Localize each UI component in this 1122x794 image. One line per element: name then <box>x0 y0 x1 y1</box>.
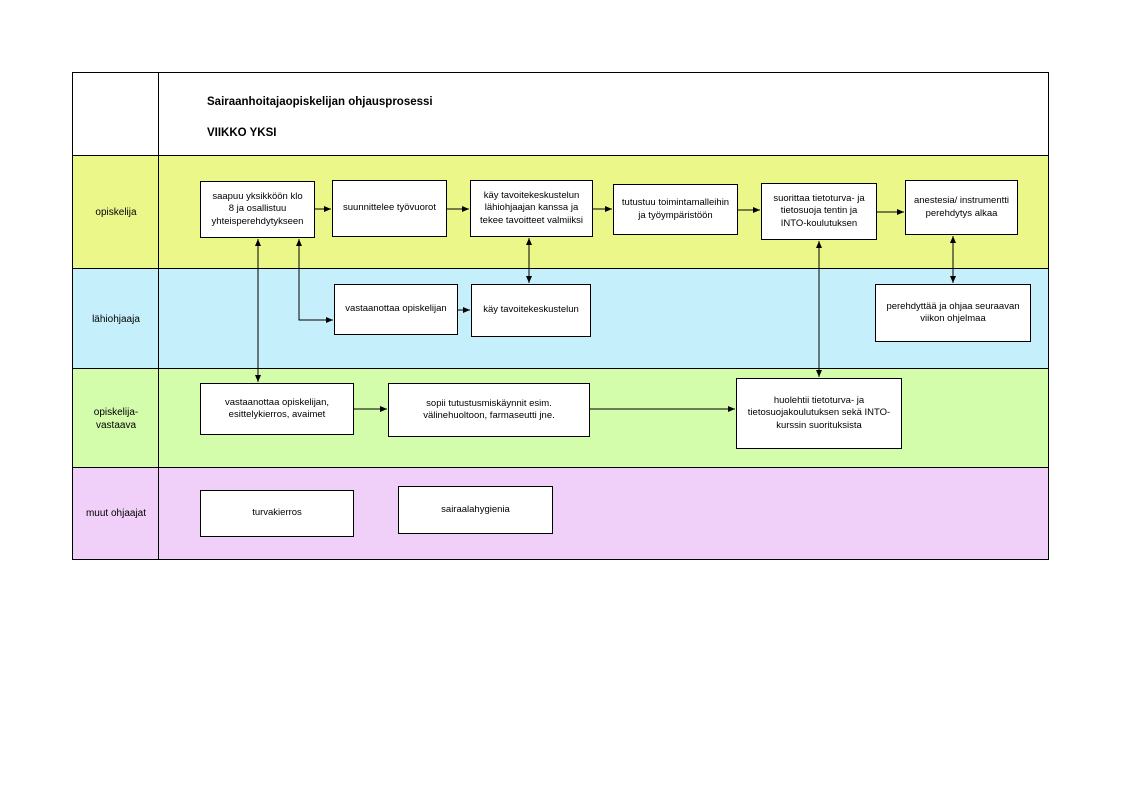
lane-divider <box>158 72 159 560</box>
box-sopii: sopii tutustusmiskäynnit esim. välinehuo… <box>388 383 590 437</box>
box-anestesia: anestesia/ instrumentti perehdytys alkaa <box>905 180 1018 235</box>
box-turvakierros: turvakierros <box>200 490 354 537</box>
diagram-title: Sairaanhoitajaopiskelijan ohjausprosessi <box>207 96 433 108</box>
box-kay-tavoitekeskustelun-lahiohjaaja: käy tavoitekeskustelun <box>471 284 591 337</box>
box-saapuu: saapuu yksikköön klo 8 ja osallistuu yht… <box>200 181 315 238</box>
box-huolehtii: huolehtii tietoturva- ja tietosuojakoulu… <box>736 378 902 449</box>
diagram-subtitle: VIIKKO YKSI <box>207 127 277 139</box>
lane-label-lahiohjaaja: lähiohjaaja <box>92 313 140 325</box>
lane-label-opiskelija: opiskelija <box>95 207 137 218</box>
lane-label-muut: muut ohjaajat <box>85 508 147 519</box>
box-suunnittelee: suunnittelee työvuorot <box>332 180 447 237</box>
box-sairaalahygienia: sairaalahygienia <box>398 486 553 534</box>
diagram-frame <box>72 72 1049 560</box>
box-perehdyttaa: perehdyttää ja ohjaa seuraavan viikon oh… <box>875 284 1031 342</box>
box-suorittaa: suorittaa tietoturva- ja tietosuoja tent… <box>761 183 877 240</box>
box-vastaanottaa-lahiohjaaja: vastaanottaa opiskelijan <box>334 284 458 335</box>
box-kay-tavoitekeskustelun: käy tavoitekeskustelun lähiohjaajan kans… <box>470 180 593 237</box>
header-band <box>73 73 1048 156</box>
box-tutustuu: tutustuu toimintamalleihin ja työympäris… <box>613 184 738 235</box>
lane-label-opiskelijavastaava: opiskelija- vastaava <box>93 406 139 431</box>
box-vastaanottaa-vastaava: vastaanottaa opiskelijan, esittelykierro… <box>200 383 354 435</box>
